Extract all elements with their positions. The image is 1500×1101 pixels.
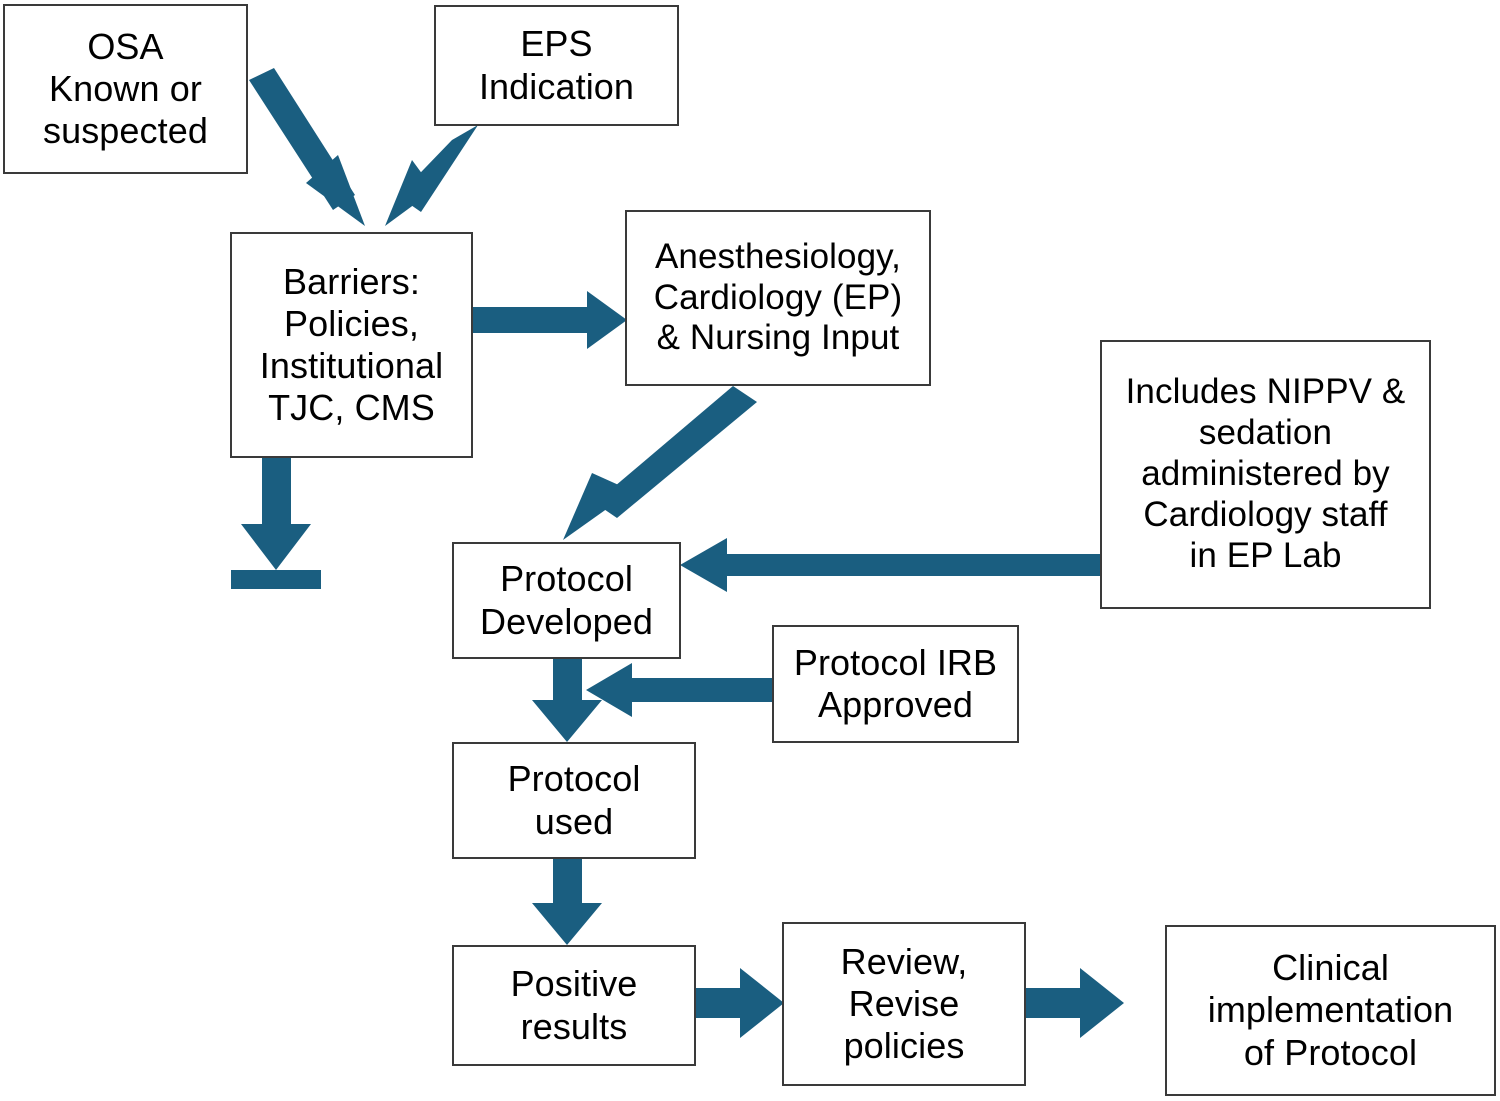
edge-positive-to-review xyxy=(695,968,784,1038)
node-eps[interactable]: EPS Indication xyxy=(434,5,679,126)
node-osa[interactable]: OSA Known or suspected xyxy=(3,4,248,174)
edge-irb-to-developed xyxy=(586,663,772,717)
node-positive-results[interactable]: Positive results xyxy=(452,945,696,1066)
edge-osa-to-barriers xyxy=(249,68,365,226)
node-clinical-implementation-of-protocol[interactable]: Clinical implementation of Protocol xyxy=(1165,925,1496,1096)
node-review-revise-policies[interactable]: Review, Revise policies xyxy=(782,922,1026,1086)
edge-review-to-clinical xyxy=(1025,968,1124,1038)
node-includes-nippv-sedation[interactable]: Includes NIPPV & sedation administered b… xyxy=(1100,340,1431,609)
node-protocol-developed[interactable]: Protocol Developed xyxy=(452,542,681,659)
edge-barriers-to-input xyxy=(472,291,627,349)
edge-used-to-positive xyxy=(532,858,602,945)
node-anesthesiology-cardiology-nursing-input[interactable]: Anesthesiology, Cardiology (EP) & Nursin… xyxy=(625,210,931,386)
node-protocol-irb-approved[interactable]: Protocol IRB Approved xyxy=(772,625,1019,743)
node-barriers[interactable]: Barriers: Policies, Institutional TJC, C… xyxy=(230,232,473,458)
edge-developed-to-used xyxy=(532,658,602,742)
edge-input-to-developed xyxy=(563,386,757,540)
node-protocol-used[interactable]: Protocol used xyxy=(452,742,696,859)
edge-barriers-blocked xyxy=(231,457,321,589)
edge-eps-to-barriers xyxy=(385,125,478,226)
edge-nippv-to-developed xyxy=(680,538,1100,592)
